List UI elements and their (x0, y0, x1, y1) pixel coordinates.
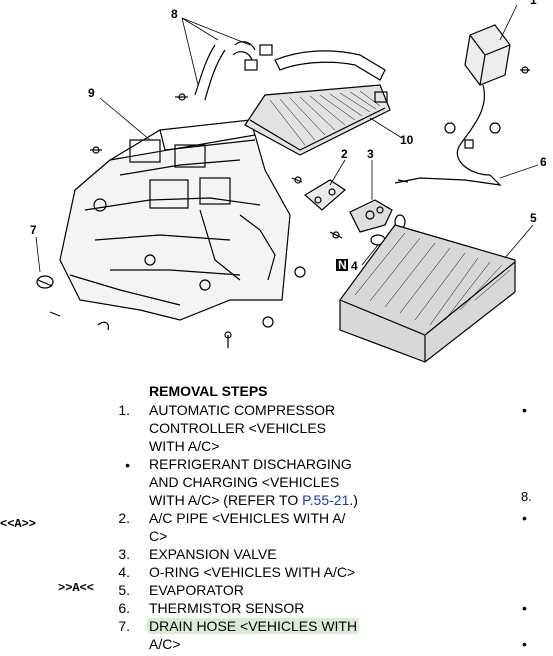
step-text-line: WITH A/C> (REFER TO P.55-21.) (149, 491, 389, 509)
step-text-line: A/C PIPE <VEHICLES WITH A/ (149, 510, 346, 526)
step-text-line: AUTOMATIC COMPRESSOR (149, 402, 336, 418)
step-text-line: CONTROLLER <VEHICLES (149, 420, 326, 436)
n-marker-letter: N (338, 258, 347, 272)
step-text-line: AND CHARGING <VEHICLES (149, 474, 340, 490)
heater-unit-housing (59, 119, 291, 321)
evaporator (339, 224, 516, 363)
right-column-bullet: • (522, 510, 527, 526)
step-text-line: EXPANSION VALVE (149, 546, 277, 562)
removal-steps-title: REMOVAL STEPS (149, 383, 268, 399)
step-number: 5. (118, 582, 130, 598)
procedure-marker-a-removal: <<A>> (0, 517, 37, 531)
procedure-marker-a-install: >>A<< (58, 581, 95, 595)
step-text-line: O-RING <VEHICLES WITH A/C> (149, 564, 356, 580)
step-text-line: C> (149, 528, 168, 544)
right-column-bullet: • (522, 636, 527, 652)
step-number: 1. (118, 402, 130, 418)
callout-8: 8 (171, 7, 178, 21)
fasteners (49, 66, 530, 348)
heater-hoses (194, 41, 386, 101)
callout-6: 6 (540, 155, 547, 169)
right-column-number: 8. (521, 489, 532, 504)
heater-unit-exploded-diagram: 1 2 3 N 4 5 6 7 8 9 10 (30, 0, 547, 363)
callout-2: 2 (341, 147, 348, 161)
step-number: 2. (118, 510, 130, 526)
callout-5: 5 (530, 211, 537, 225)
step-text-line: EVAPORATOR (149, 582, 244, 598)
compressor-controller (394, 24, 511, 186)
step-number: 4. (118, 564, 130, 580)
step-number: 6. (118, 600, 130, 616)
step-text-line: DRAIN HOSE <VEHICLES WITH (147, 617, 389, 635)
step-text-line: WITH A/C> (149, 438, 220, 454)
highlighted-text: DRAIN HOSE <VEHICLES WITH (147, 618, 360, 634)
right-column-bullet: • (522, 600, 527, 616)
step-text-line: A/C> (149, 636, 181, 652)
right-column-bullet: • (522, 402, 527, 418)
reference-link[interactable]: P.55-21 (302, 492, 350, 508)
callout-1: 1 (530, 0, 537, 7)
step-number: 3. (118, 546, 130, 562)
callout-7: 7 (30, 223, 37, 237)
callout-10: 10 (400, 133, 414, 147)
callout-9: 9 (88, 86, 95, 100)
step-text-part: WITH A/C> (REFER TO (149, 492, 303, 508)
callout-4: 4 (351, 259, 358, 273)
step-text-line: THERMISTOR SENSOR (149, 600, 305, 616)
leader-lines (35, 4, 539, 273)
n-marker-box (336, 259, 348, 271)
step-bullet: • (125, 457, 130, 473)
expansion-valve (349, 199, 393, 233)
drain-hose (36, 275, 54, 289)
callout-3: 3 (367, 147, 374, 161)
step-number: 7. (118, 618, 130, 634)
heater-core (244, 84, 391, 156)
step-text-line: REFRIGERANT DISCHARGING (149, 456, 352, 472)
step-text-part: .) (349, 492, 358, 508)
ac-pipe (303, 179, 346, 211)
